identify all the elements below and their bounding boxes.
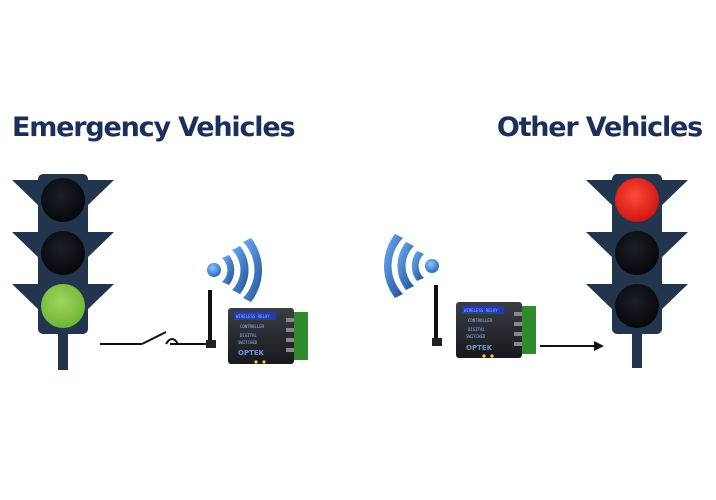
right-antenna [434, 285, 438, 343]
right-visor-left-3 [586, 284, 614, 311]
left-device-brand: OPTEK [238, 349, 265, 357]
left-device-label-1: WIRELESS RELAY [236, 314, 270, 319]
left-relay-body [228, 308, 294, 364]
left-terminal-block [294, 312, 308, 360]
left-relay-device: WIRELESS RELAY CONTROLLER DIGITAL SWITCH… [206, 290, 308, 364]
right-red-lamp-lit [615, 178, 659, 222]
left-visor-left-3 [12, 284, 40, 311]
left-visor-right-3 [86, 284, 114, 311]
right-device-label-1: WIRELESS RELAY [464, 308, 498, 313]
left-visor-left-2 [12, 232, 40, 259]
left-visor-left-1 [12, 180, 40, 207]
other-traffic-light [586, 174, 688, 368]
right-terminal-block [522, 306, 536, 354]
left-visor-right-1 [86, 180, 114, 207]
left-red-lamp-off [41, 178, 85, 222]
left-device-label-2: CONTROLLER [240, 324, 265, 329]
left-light-pole [58, 330, 68, 370]
left-device-label-3: DIGITAL [240, 333, 257, 338]
right-visor-right-3 [660, 284, 688, 311]
right-visor-left-2 [586, 232, 614, 259]
right-relay-body [456, 302, 522, 358]
left-wifi-icon [207, 238, 263, 302]
input-switch [100, 331, 212, 345]
left-green-lamp-lit [41, 284, 85, 328]
right-visor-left-1 [586, 180, 614, 207]
left-visor-right-2 [86, 232, 114, 259]
right-wifi-icon [383, 234, 439, 298]
right-relay-device: WIRELESS RELAY CONTROLLER DIGITAL SWITCH… [432, 285, 536, 358]
right-device-brand: OPTEK [466, 344, 493, 352]
right-amber-lamp-off [615, 231, 659, 275]
emergency-traffic-light [12, 174, 114, 370]
left-antenna [208, 290, 212, 345]
right-green-lamp-off [615, 284, 659, 328]
other-vehicles-title: Other Vehicles [496, 112, 703, 143]
right-visor-right-2 [660, 232, 688, 259]
right-device-label-3: DIGITAL [468, 327, 485, 332]
output-arrow [540, 341, 604, 351]
right-visor-right-1 [660, 180, 688, 207]
emergency-vehicles-title: Emergency Vehicles [12, 112, 296, 143]
left-device-label-4: SWITCHED [238, 340, 258, 345]
right-device-label-2: CONTROLLER [468, 318, 493, 323]
left-amber-lamp-off [41, 231, 85, 275]
right-light-pole [632, 330, 642, 368]
right-device-label-4: SWITCHED [466, 334, 486, 339]
